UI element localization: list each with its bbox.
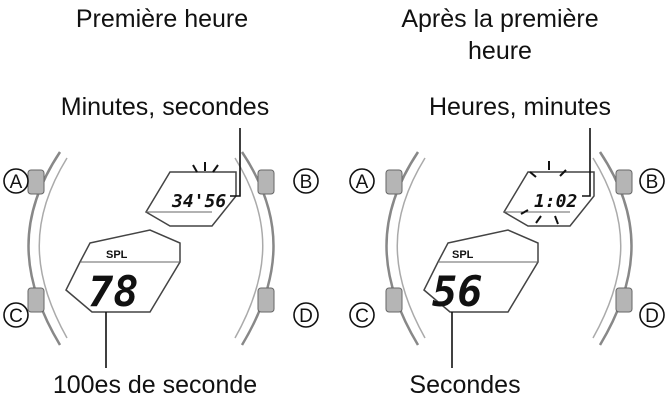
right-button-d-marker bbox=[639, 302, 665, 328]
left-button-b-label: B bbox=[300, 172, 313, 193]
right-button-b-pusher bbox=[615, 169, 633, 195]
right-heading-line1: Après la première bbox=[401, 5, 599, 33]
right-case-ring-right-inner bbox=[592, 157, 622, 339]
right-button-c-pusher bbox=[385, 287, 403, 313]
right-top-label: Heures, minutes bbox=[428, 93, 612, 121]
left-button-a-label: A bbox=[10, 172, 23, 193]
left-button-b-marker bbox=[293, 168, 319, 194]
right-button-c-marker bbox=[349, 302, 375, 328]
left-top-leader bbox=[230, 128, 241, 197]
right-button-b-label: B bbox=[646, 172, 659, 193]
left-button-a-marker bbox=[3, 168, 29, 194]
left-lower-display bbox=[65, 229, 181, 313]
right-button-a-pusher bbox=[385, 169, 403, 195]
left-case-ring-inner bbox=[38, 157, 68, 339]
right-case-ring-inner bbox=[396, 157, 426, 339]
right-upper-digits: 1:02 bbox=[534, 191, 577, 212]
left-case-ring-right-inner bbox=[234, 157, 264, 339]
left-button-d-pusher bbox=[257, 287, 275, 313]
left-heading: Première heure bbox=[75, 5, 249, 33]
left-button-d-label: D bbox=[299, 306, 313, 327]
right-button-d-label: D bbox=[645, 306, 659, 327]
left-bottom-label: 100es de seconde bbox=[52, 371, 258, 399]
left-case-ring-outer bbox=[27, 151, 62, 346]
right-button-b-marker bbox=[639, 168, 665, 194]
left-case-ring-right-outer bbox=[240, 151, 275, 346]
left-button-d-marker bbox=[293, 302, 319, 328]
right-lower-digits: 56 bbox=[432, 267, 483, 316]
left-blink-marks bbox=[192, 162, 219, 173]
left-button-b-pusher bbox=[257, 169, 275, 195]
left-button-c-pusher bbox=[27, 287, 45, 313]
right-top-leader bbox=[582, 128, 591, 197]
left-button-a-pusher bbox=[27, 169, 45, 195]
right-case-ring-right-outer bbox=[598, 151, 633, 346]
right-bottom-label: Secondes bbox=[409, 371, 521, 399]
right-lower-display bbox=[423, 229, 539, 313]
right-case-ring-outer bbox=[385, 151, 420, 346]
left-mode-indicator: SPL bbox=[106, 249, 128, 261]
right-button-d-pusher bbox=[615, 287, 633, 313]
right-heading-line2: heure bbox=[468, 37, 532, 65]
right-mode-indicator: SPL bbox=[452, 249, 474, 261]
right-button-c-label: C bbox=[355, 306, 369, 327]
left-button-c-marker bbox=[3, 302, 29, 328]
right-button-a-label: A bbox=[356, 172, 369, 193]
right-watch: A C B D 1:02 SPL 56 bbox=[349, 128, 665, 368]
right-blink-marks bbox=[520, 161, 567, 225]
left-top-label: Minutes, secondes bbox=[60, 93, 270, 121]
left-button-c-label: C bbox=[9, 306, 23, 327]
right-button-a-marker bbox=[349, 168, 375, 194]
left-watch: A C B D 34'56 SPL 78 bbox=[3, 128, 319, 368]
left-lower-digits: 78 bbox=[88, 267, 139, 316]
left-upper-digits: 34'56 bbox=[171, 191, 226, 212]
